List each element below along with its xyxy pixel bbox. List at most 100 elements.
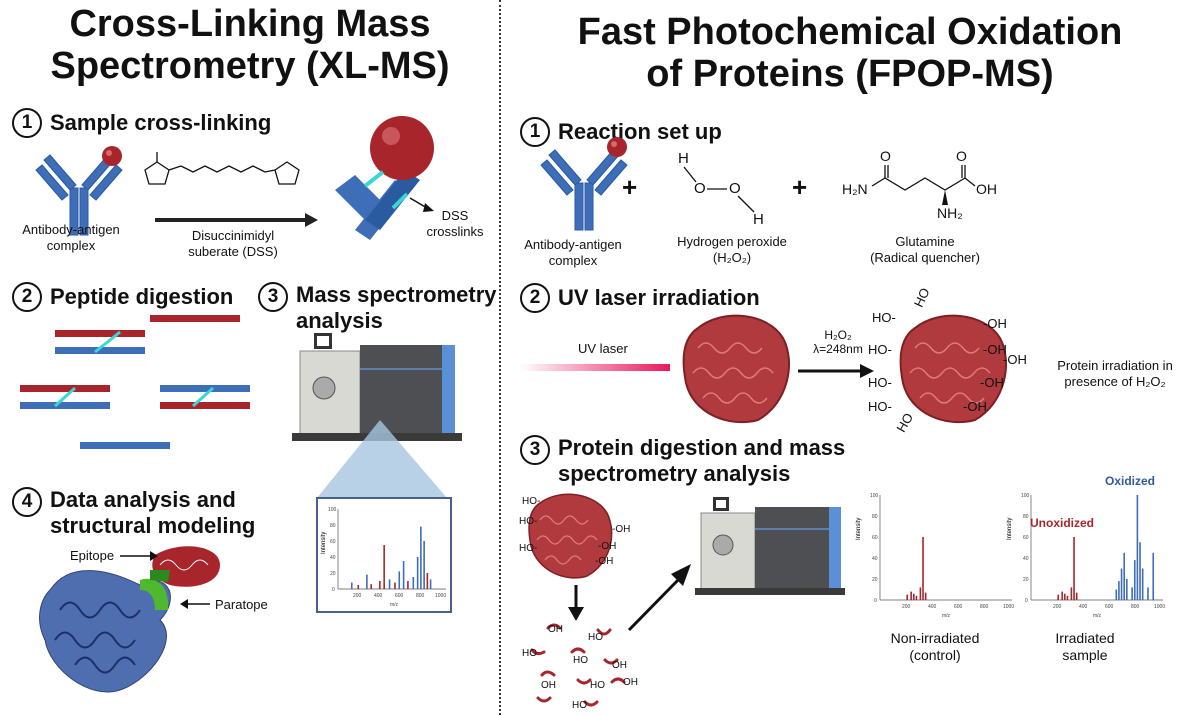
y-tick: 60 <box>872 535 878 541</box>
spectrum-peak <box>1120 568 1123 600</box>
hydroxyl-label: HO- <box>519 516 538 527</box>
spectrum-peak <box>1057 594 1059 600</box>
antibody-antigen-icon <box>540 137 628 231</box>
x-tick: 200 <box>353 593 362 599</box>
oxidized-protein-small-icon <box>528 493 613 579</box>
hydroxyl-label: -OH <box>612 524 631 535</box>
spectrum-peak <box>915 595 918 600</box>
step-number: 1 <box>520 117 550 147</box>
step-label: Protein digestion and mass <box>558 435 846 460</box>
x-tick: 600 <box>954 604 963 610</box>
non-irradiated-caption: Non-irradiated (control) <box>870 630 1000 664</box>
y-tick: 40 <box>1023 556 1029 562</box>
mass-spectrometer-icon <box>695 497 845 595</box>
spectrum-peak <box>1152 552 1155 600</box>
spectrum-peak <box>1141 568 1144 600</box>
left-title: Cross-Linking Mass Spectrometry (XL-MS) <box>30 3 470 88</box>
spectrum-peak <box>919 587 922 600</box>
hydroxyl-label: HO <box>590 680 605 691</box>
label-line: suberate (DSS) <box>188 243 278 259</box>
label-line: Antibody-antigen <box>524 237 622 252</box>
left-step-3: 3 Mass spectrometry analysis <box>258 282 497 334</box>
y-axis-label: Intensity <box>321 532 327 554</box>
label-line: (Radical quencher) <box>870 249 980 265</box>
y-axis-label: Intensity <box>1007 518 1013 540</box>
atom-h: H <box>678 150 689 167</box>
y-tick: 100 <box>1021 493 1030 499</box>
y-tick: 60 <box>1023 535 1029 541</box>
hydroxyl-label: -OH <box>983 316 1007 331</box>
spectrum-peak <box>1061 591 1063 600</box>
left-title-line1: Cross-Linking Mass <box>69 3 431 45</box>
hydroxyl-label: HO <box>522 648 537 659</box>
hydroxyl-label: HO <box>588 632 603 643</box>
hydroxyl-label: -OH <box>983 342 1007 357</box>
step-label: Peptide digestion <box>50 284 234 309</box>
y-tick: 20 <box>330 571 336 577</box>
hydroxyl-label: -OH <box>598 541 617 552</box>
label-line: Antibody-antigen <box>22 222 120 237</box>
step-label: analysis <box>296 308 383 333</box>
hydroxyl-label: HO- <box>519 543 538 554</box>
step-label: Sample cross-linking <box>50 110 272 135</box>
step-label: UV laser irradiation <box>558 285 760 310</box>
arrow-icon <box>120 551 158 561</box>
spectrum-peak <box>398 571 401 589</box>
y-tick: 80 <box>330 523 336 529</box>
label-line: Non-irradiated <box>890 630 980 646</box>
epitope-label: Epitope <box>70 548 115 563</box>
spectrum-peak <box>429 579 432 589</box>
x-tick: 200 <box>902 604 911 610</box>
protein-icon <box>682 314 790 424</box>
right-title-line1: Fast Photochemical Oxidation <box>577 11 1123 53</box>
step-number: 4 <box>12 487 42 517</box>
hydroxyl-label: -OH <box>595 556 614 567</box>
step-number: 3 <box>258 282 288 312</box>
label-line: Irradiated <box>1055 630 1115 646</box>
y-tick: 60 <box>330 539 336 545</box>
step-label: Mass spectrometry <box>296 282 497 307</box>
zoom-cone <box>317 420 447 498</box>
spectrum-peak <box>1126 579 1128 600</box>
step-number: 2 <box>12 282 42 312</box>
spectrum-peak <box>383 545 385 589</box>
hydroxyl-label: OH <box>612 660 627 671</box>
spectrum-peak <box>1115 589 1118 600</box>
arrow-icon <box>798 364 874 378</box>
label-line: complex <box>46 237 96 253</box>
label-line: complex <box>548 252 598 268</box>
x-tick: 600 <box>1105 604 1114 610</box>
right-step-3: 3 Protein digestion and mass spectrometr… <box>520 435 845 487</box>
y-tick: 20 <box>872 577 878 583</box>
x-tick: 800 <box>980 604 989 610</box>
hydroxyl-label: HO- <box>868 375 892 390</box>
step-label: structural modeling <box>50 513 256 538</box>
spectrum-peaks <box>906 537 927 600</box>
spectrum-peak <box>1070 587 1073 600</box>
left-step-1: 1 Sample cross-linking <box>12 108 271 138</box>
step-label: spectrometry analysis <box>558 461 791 486</box>
glutamine-bonds <box>871 165 976 205</box>
dss-label: Disuccinimidyl suberate (DSS) <box>168 228 298 259</box>
spectrum-peak <box>423 541 425 589</box>
x-tick: 600 <box>395 593 404 599</box>
y-tick: 0 <box>332 587 335 593</box>
label-line: Disuccinimidyl <box>191 228 275 243</box>
y-axis-label: Intensity <box>856 518 862 540</box>
peptide-fragments <box>20 315 250 449</box>
hydroxyl-label: -OH <box>1003 352 1027 367</box>
x-tick: 1000 <box>1003 604 1014 610</box>
spectrum-peak <box>366 574 368 589</box>
x-tick: 200 <box>1053 604 1062 610</box>
atom-o: O <box>956 148 967 164</box>
left-step-4: 4 Data analysis and structural modeling <box>12 487 255 539</box>
spectrum-peak <box>1064 593 1066 600</box>
irradiation-caption: Protein irradiation in presence of H₂O₂ <box>1035 358 1195 389</box>
y-tick: 100 <box>328 507 337 513</box>
spectrum-peak <box>402 561 405 589</box>
uv-laser-beam <box>520 364 670 371</box>
paratope-label: Paratope <box>215 597 268 612</box>
crosslinks-label: DSS crosslinks <box>420 208 490 239</box>
x-axis-label: m/z <box>942 613 951 619</box>
x-tick: 1000 <box>1154 604 1165 610</box>
